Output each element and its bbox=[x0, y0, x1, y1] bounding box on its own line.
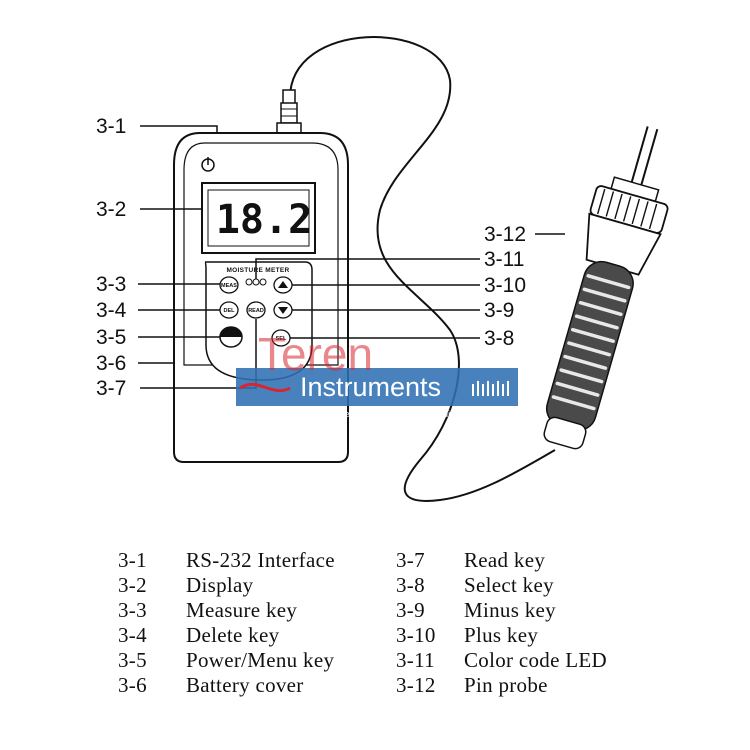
read-key-label: READ bbox=[248, 308, 264, 314]
legend-labels-right: Read key Select key Minus key Plus key C… bbox=[464, 548, 607, 698]
lcd-reading: 18.2 bbox=[216, 197, 312, 243]
panel-title: MOISTURE METER bbox=[226, 267, 289, 274]
watermark-brand-top: Teren bbox=[258, 328, 373, 380]
delete-key-label: DEL bbox=[224, 308, 236, 314]
measure-key[interactable]: MEAS bbox=[219, 276, 239, 294]
watermark-brand-bottom: Instruments bbox=[300, 372, 441, 402]
color-code-leds bbox=[245, 278, 267, 286]
legend-code: 3-12 bbox=[396, 673, 436, 697]
legend-label: Display bbox=[186, 573, 254, 597]
callout-3-10: 3-10 bbox=[484, 274, 526, 297]
legend-label: Minus key bbox=[464, 598, 556, 622]
callout-3-7: 3-7 bbox=[96, 377, 126, 400]
legend-label: RS-232 Interface bbox=[186, 548, 335, 572]
legend-label: Pin probe bbox=[464, 673, 548, 697]
legend-label: Plus key bbox=[464, 623, 539, 647]
legend-label: Read key bbox=[464, 548, 546, 572]
legend-label: Battery cover bbox=[186, 673, 304, 697]
watermark-bars-icon bbox=[472, 381, 509, 396]
legend-labels-left: RS-232 Interface Display Measure key Del… bbox=[186, 548, 335, 698]
watermark-band bbox=[236, 368, 518, 406]
rs232-connector bbox=[276, 89, 302, 136]
arrow-up-icon bbox=[278, 281, 288, 288]
legend-code: 3-9 bbox=[396, 598, 425, 622]
callout-3-4: 3-4 bbox=[96, 299, 127, 322]
legend-code: 3-2 bbox=[118, 573, 147, 597]
legend-code: 3-3 bbox=[118, 598, 147, 622]
callout-3-2: 3-2 bbox=[96, 198, 126, 221]
read-key[interactable]: READ bbox=[246, 301, 266, 319]
legend-code: 3-11 bbox=[396, 648, 435, 672]
select-key-label: SEL bbox=[276, 336, 287, 342]
power-menu-key[interactable] bbox=[219, 326, 243, 348]
legend-label: Select key bbox=[464, 573, 554, 597]
legend-code: 3-1 bbox=[118, 548, 147, 572]
callout-3-1: 3-1 bbox=[96, 115, 126, 138]
callout-3-8: 3-8 bbox=[484, 327, 514, 350]
legend-code: 3-5 bbox=[118, 648, 147, 672]
legend-code: 3-6 bbox=[118, 673, 147, 697]
legend-codes-left: 3-1 3-2 3-3 3-4 3-5 3-6 bbox=[118, 548, 147, 698]
arrow-down-icon bbox=[278, 307, 288, 314]
legend-label: Power/Menu key bbox=[186, 648, 335, 672]
delete-key[interactable]: DEL bbox=[219, 301, 239, 319]
callout-3-5: 3-5 bbox=[96, 326, 126, 349]
plus-key[interactable] bbox=[273, 276, 293, 294]
watermark-tagline: Measurement > Control > Data Acquisition bbox=[302, 409, 471, 419]
callout-3-12: 3-12 bbox=[484, 223, 526, 246]
legend-label: Delete key bbox=[186, 623, 280, 647]
legend-label: Color code LED bbox=[464, 648, 607, 672]
legend-label: Measure key bbox=[186, 598, 298, 622]
power-icon bbox=[201, 157, 215, 172]
legend-code: 3-4 bbox=[118, 623, 147, 647]
legend-code: 3-10 bbox=[396, 623, 436, 647]
callout-3-6: 3-6 bbox=[96, 352, 126, 375]
callout-3-3: 3-3 bbox=[96, 273, 126, 296]
minus-key[interactable] bbox=[273, 301, 293, 319]
legend-code: 3-8 bbox=[396, 573, 425, 597]
measure-key-label: MEAS bbox=[221, 283, 237, 289]
legend-code: 3-7 bbox=[396, 548, 425, 572]
callout-3-9: 3-9 bbox=[484, 299, 514, 322]
legend-codes-right: 3-7 3-8 3-9 3-10 3-11 3-12 bbox=[396, 548, 436, 698]
watermark: Teren Instruments Measurement > Control … bbox=[236, 328, 518, 419]
watermark-wave-icon bbox=[239, 382, 291, 393]
callout-3-11: 3-11 bbox=[484, 248, 524, 271]
callout-labels: 3-1 3-2 3-3 3-4 3-5 3-6 3-7 3-8 3-9 3-10… bbox=[96, 115, 526, 400]
probe-cable bbox=[289, 36, 556, 502]
lcd-display: 18.2 bbox=[201, 182, 316, 254]
pin-probe bbox=[543, 126, 669, 450]
